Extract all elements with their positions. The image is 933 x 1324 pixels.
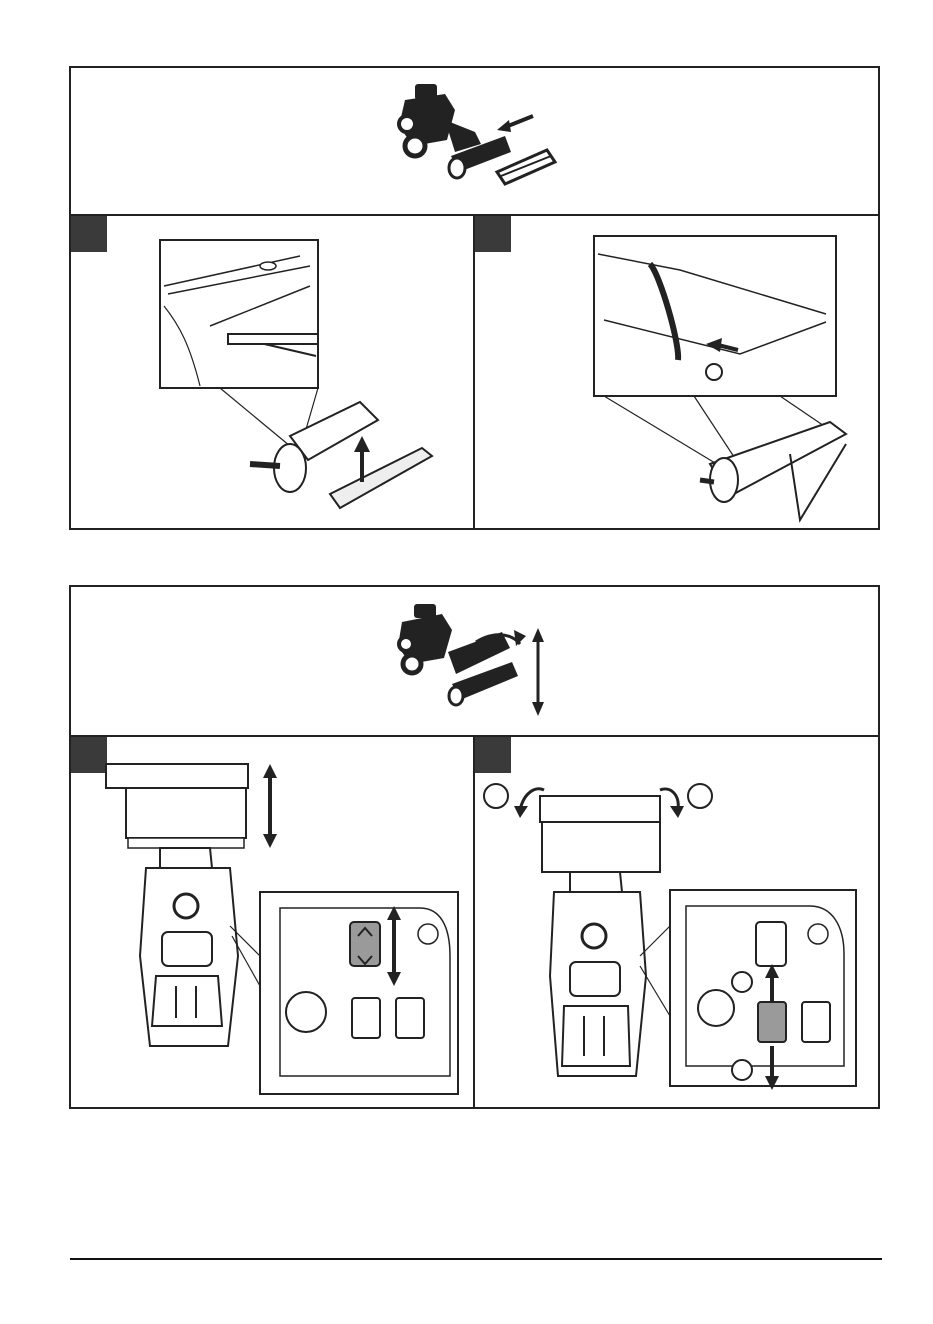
deflector-attach-illustration bbox=[590, 234, 860, 524]
callout-circle bbox=[484, 784, 508, 808]
step-number-tab bbox=[475, 737, 511, 773]
grass-box-removal-illustration bbox=[150, 236, 450, 516]
tractor-tilt-lift-icon bbox=[392, 602, 562, 720]
tractor-with-roller-brush-icon bbox=[385, 80, 565, 200]
step-number-tab bbox=[475, 216, 511, 252]
callout-circle bbox=[732, 972, 752, 992]
control-panel-icon bbox=[260, 892, 458, 1094]
control-panel-icon bbox=[670, 890, 856, 1090]
step-number-tab bbox=[71, 216, 107, 252]
figure-1-panel-divider bbox=[473, 214, 475, 530]
callout-circle bbox=[732, 1060, 752, 1080]
tilt-illustration bbox=[480, 776, 870, 1102]
raise-lower-illustration bbox=[100, 756, 472, 1102]
figure-2-panel-divider bbox=[473, 735, 475, 1109]
footer-rule bbox=[70, 1258, 882, 1260]
callout-circle bbox=[688, 784, 712, 808]
